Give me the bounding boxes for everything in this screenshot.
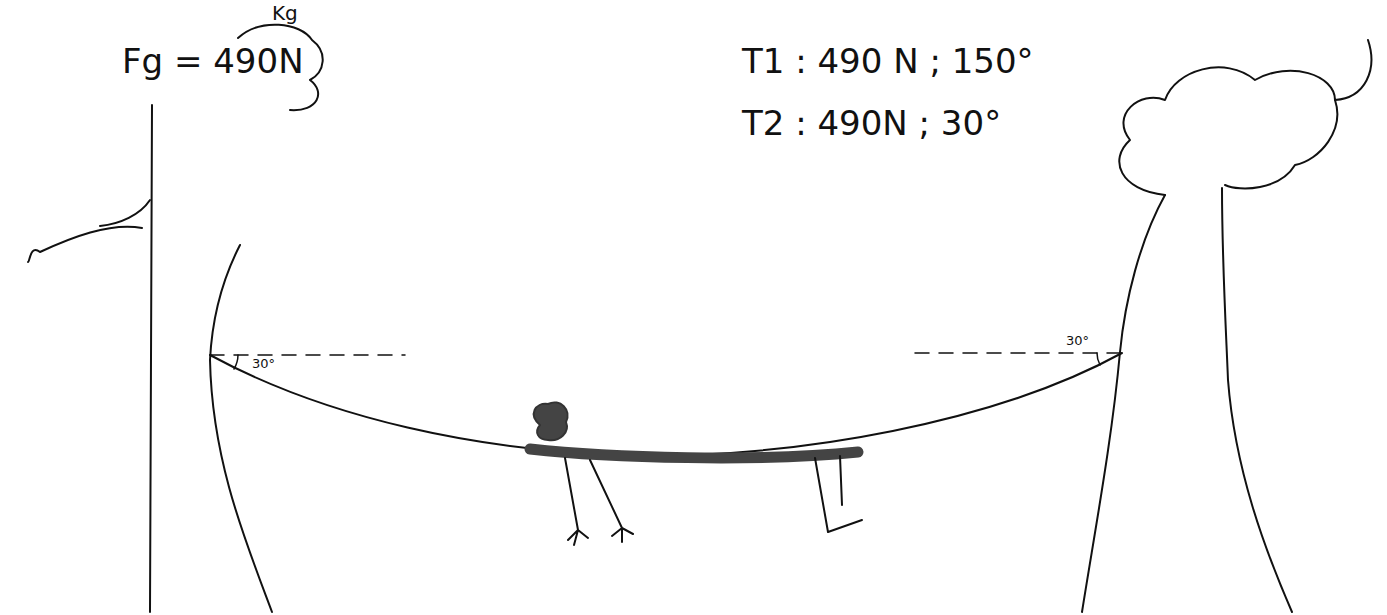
force-label: T1 : 490 N ; 150°: [742, 42, 1034, 81]
person-body: [530, 449, 858, 458]
tree-branch: [28, 227, 142, 262]
reference-line: [915, 352, 1122, 354]
person-leg: [840, 456, 842, 505]
person-arm: [565, 458, 588, 545]
reference-line: [210, 354, 405, 356]
force-label: T2 : 490N ; 30°: [742, 104, 1001, 143]
tree-trunk: [1082, 195, 1165, 612]
tree-trunk: [1222, 188, 1292, 612]
angle-label: 30°: [252, 357, 275, 372]
angle-label: 30°: [1066, 334, 1089, 349]
force-label: Fg = 490N: [122, 42, 304, 81]
tree-canopy: [1225, 100, 1337, 188]
angle-arc: [1097, 353, 1100, 365]
person-leg: [815, 458, 862, 532]
force-label: Kg: [272, 2, 298, 25]
tree-canopy: [1119, 40, 1371, 195]
person-arm: [590, 460, 633, 542]
tree-trunk: [150, 105, 152, 612]
tree-branch: [100, 200, 150, 226]
hammock-rope: [210, 353, 1122, 455]
tree-trunk: [210, 245, 272, 612]
person-head: [534, 402, 568, 440]
